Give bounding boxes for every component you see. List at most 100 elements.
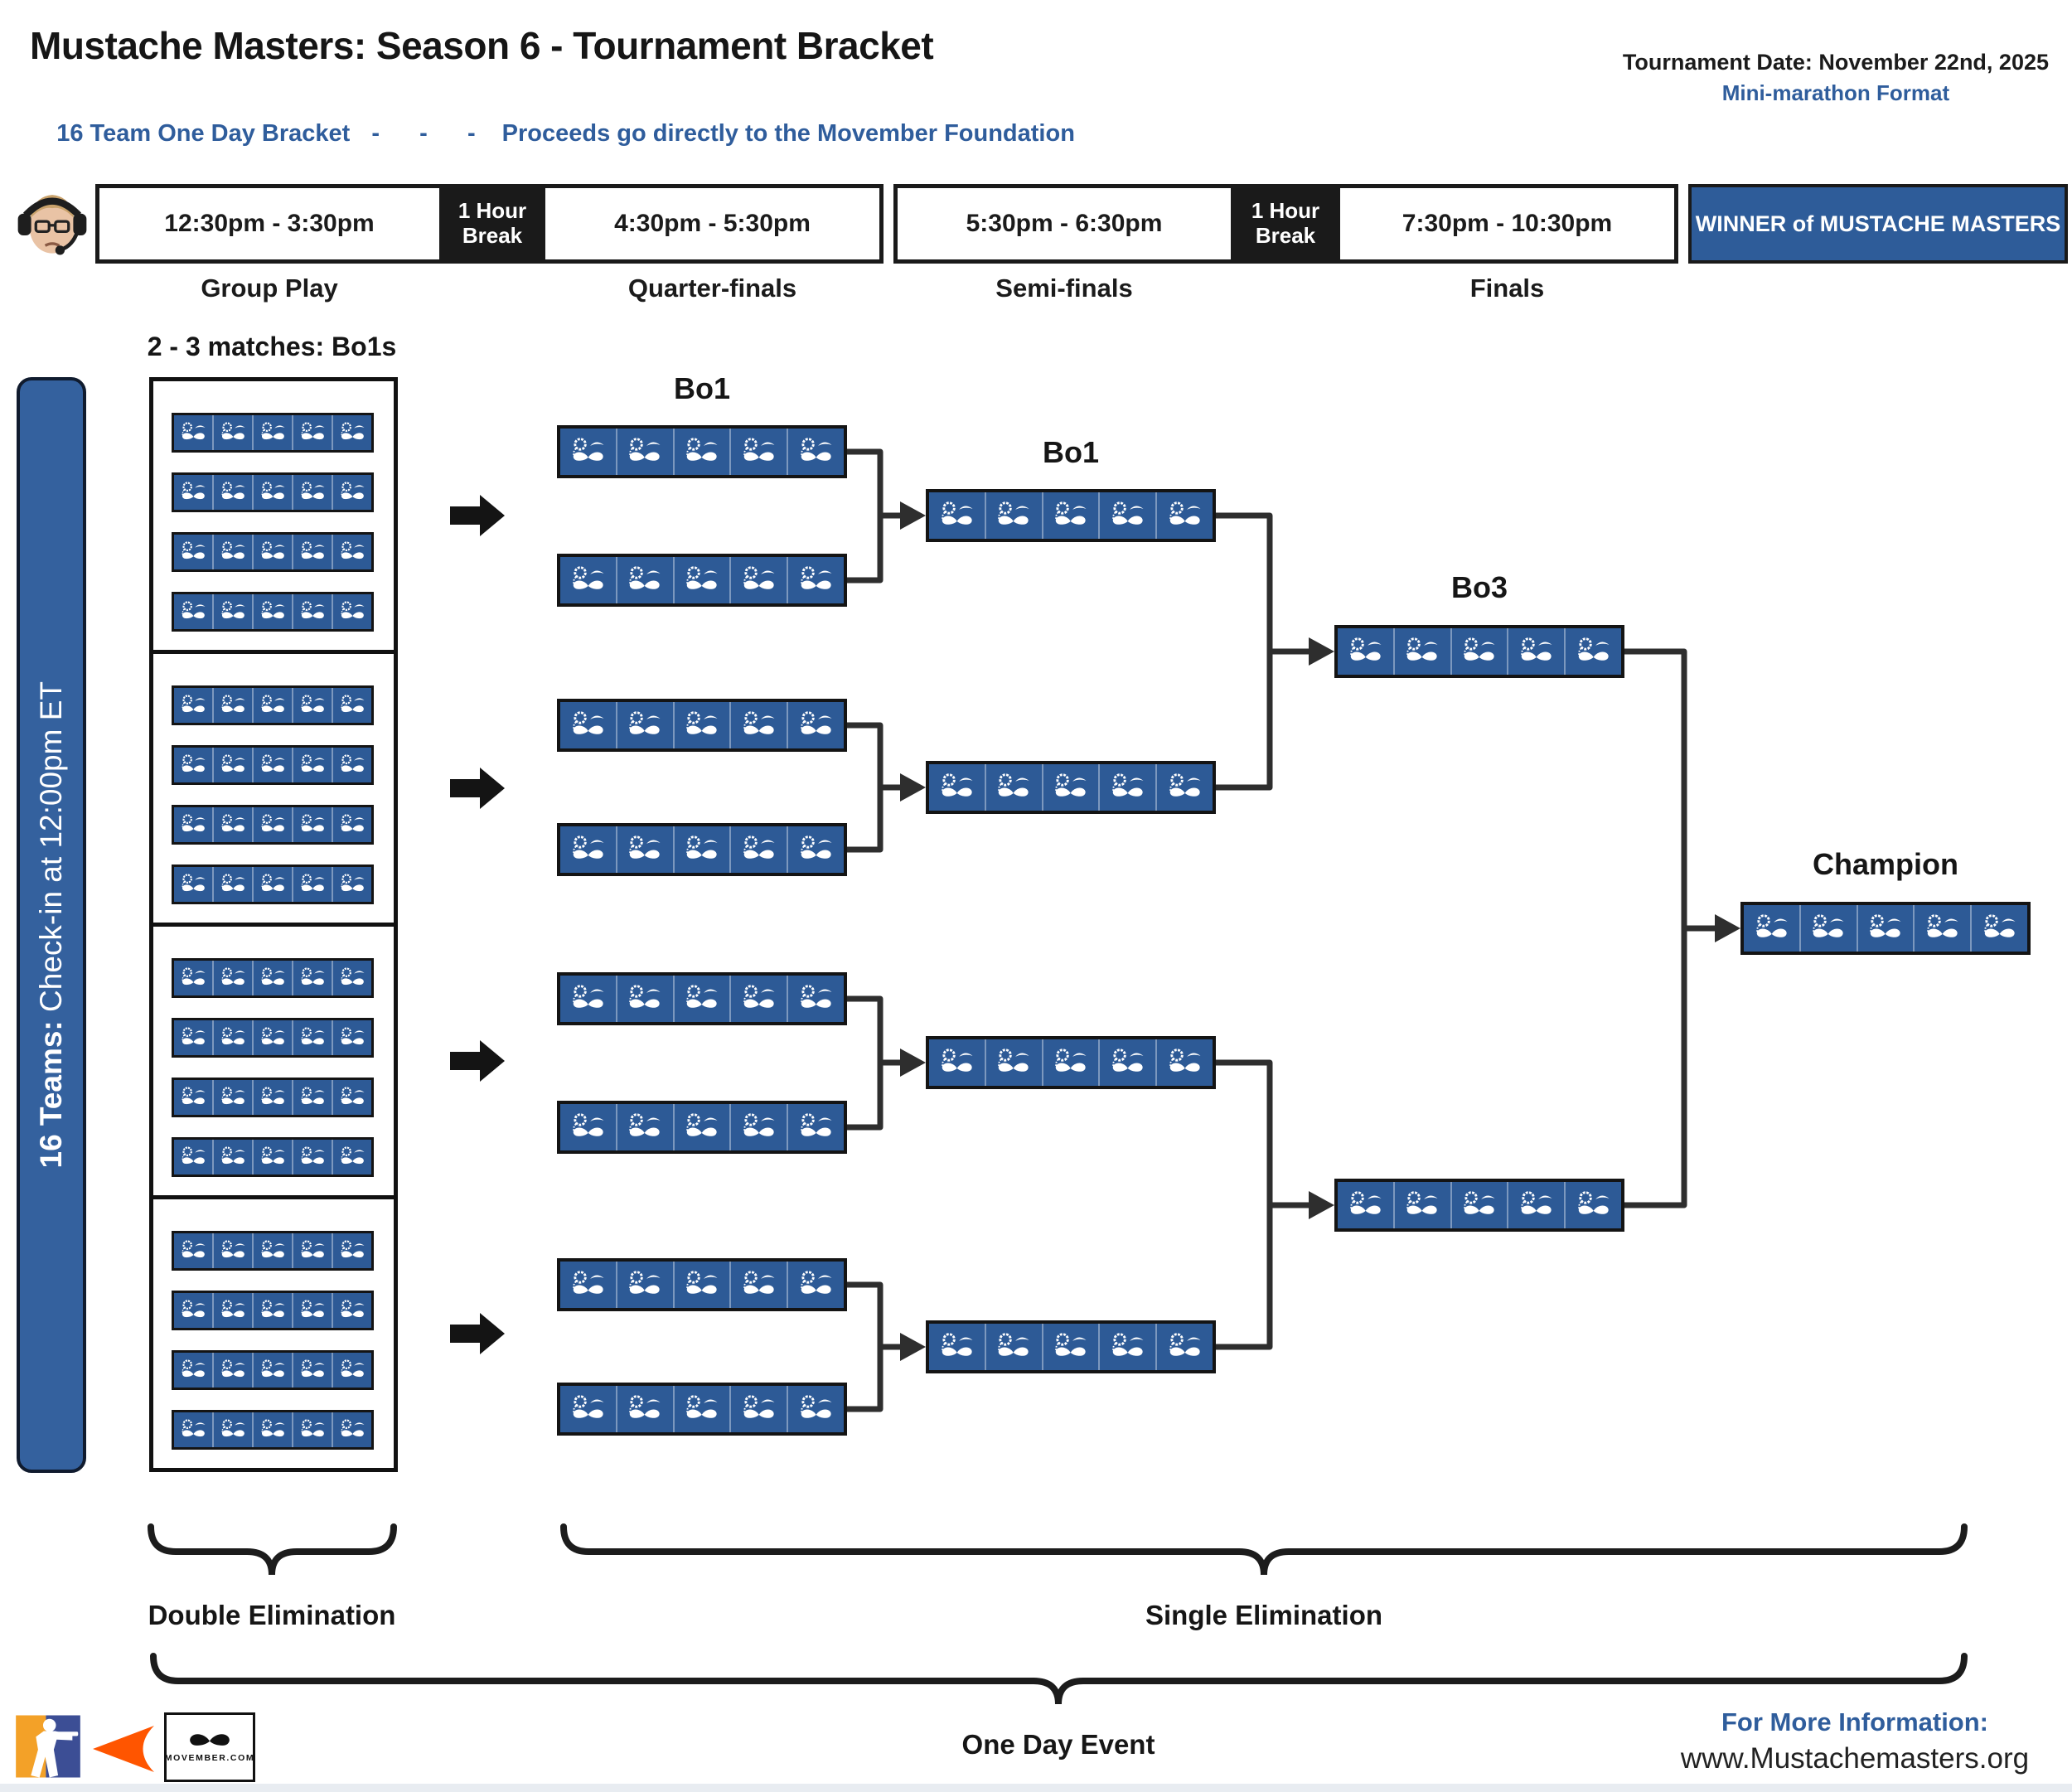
team-slot: [560, 702, 616, 748]
team-slot: [615, 1386, 673, 1432]
team-slot: [174, 535, 212, 569]
team-slot: [292, 1020, 332, 1055]
mustache-monocle-icon: [258, 1415, 288, 1445]
team-slot: [332, 1140, 371, 1174]
mustache-monocle-icon: [680, 432, 724, 472]
team-slot: [672, 702, 730, 748]
mustache-monocle-icon: [622, 1107, 666, 1147]
subtitle-separator: - - -: [371, 120, 481, 147]
mustache-monocle-icon: [298, 1296, 328, 1325]
team-bar: [172, 1291, 374, 1330]
team-bar: [172, 745, 374, 785]
mustache-monocle-icon: [218, 963, 249, 993]
team-slot: [729, 1386, 787, 1432]
quarterfinal-bar-2: [557, 554, 847, 607]
team-slot: [174, 688, 212, 723]
mustache-monocle-icon: [178, 597, 209, 627]
team-bar: [172, 958, 374, 998]
mustache-monocle-icon: [680, 1265, 724, 1305]
team-slot: [212, 1233, 252, 1268]
team-slot: [212, 1412, 252, 1447]
movember-logo-text: MOVEMBER.COM: [164, 1753, 255, 1763]
mustache-monocle-icon: [1457, 1185, 1501, 1225]
team-slot: [212, 415, 252, 450]
team-slot: [560, 976, 616, 1022]
team-slot: [1338, 628, 1393, 675]
organizer-avatar: [17, 195, 87, 255]
mustache-monocle-icon: [794, 432, 838, 472]
mustache-monocle-icon: [298, 418, 328, 448]
team-slot: [984, 764, 1042, 811]
champion-bar: [1740, 902, 2031, 955]
mustache-monocle-icon: [1514, 632, 1558, 671]
mustache-monocle-icon: [258, 597, 288, 627]
team-slot: [332, 415, 371, 450]
mustache-icon: [190, 1734, 230, 1746]
team-bar: [172, 865, 374, 904]
timeline-semifinals: 5:30pm - 6:30pm: [893, 184, 1235, 264]
team-slot: [560, 1104, 616, 1150]
mustache-monocle-icon: [218, 869, 249, 899]
single-elimination-label: Single Elimination: [1145, 1600, 1383, 1630]
sidebar-checkin-time: Check-in at 12:00pm ET: [34, 681, 68, 1021]
team-slot: [292, 535, 332, 569]
team-slot: [252, 535, 292, 569]
team-slot: [984, 492, 1042, 539]
team-slot: [1450, 628, 1508, 675]
team-bar: [172, 1018, 374, 1058]
group-box-4: [149, 1195, 398, 1472]
team-slot: [252, 748, 292, 782]
mustache-monocle-icon: [566, 1107, 610, 1147]
team-slot: [212, 961, 252, 995]
team-slot: [252, 594, 292, 629]
advance-arrow-icon: [450, 1039, 506, 1083]
mustache-monocle-icon: [566, 432, 610, 472]
team-slot: [729, 557, 787, 603]
team-slot: [174, 1140, 212, 1174]
team-slot: [174, 415, 212, 450]
mustache-monocle-icon: [991, 496, 1035, 535]
team-slot: [332, 748, 371, 782]
team-slot: [292, 1140, 332, 1174]
more-info-url: www.Mustachemasters.org: [1680, 1742, 2030, 1775]
mustache-monocle-icon: [258, 477, 288, 507]
team-slot: [332, 961, 371, 995]
mustache-monocle-icon: [1163, 1327, 1207, 1367]
mustache-monocle-icon: [935, 496, 979, 535]
team-slot: [332, 594, 371, 629]
team-slot: [1041, 1039, 1099, 1086]
mustache-monocle-icon: [178, 869, 209, 899]
team-slot: [929, 764, 985, 811]
semifinal-bar-3: [926, 1036, 1216, 1089]
mustache-monocle-icon: [566, 1389, 610, 1429]
mustache-monocle-icon: [337, 477, 368, 507]
team-slot: [1970, 905, 2027, 952]
team-slot: [174, 1353, 212, 1388]
team-slot: [729, 429, 787, 475]
mustache-monocle-icon: [218, 597, 249, 627]
mustache-monocle-icon: [298, 690, 328, 720]
mustache-monocle-icon: [178, 1023, 209, 1053]
mustache-monocle-icon: [298, 597, 328, 627]
team-slot: [332, 807, 371, 842]
team-slot: [332, 1412, 371, 1447]
team-slot: [729, 1262, 787, 1308]
advance-arrow-icon: [450, 493, 506, 538]
mustache-monocle-icon: [178, 1082, 209, 1112]
semifinal-bar-4: [926, 1320, 1216, 1373]
timeline-break-1: 1 Hour Break: [443, 184, 541, 264]
team-slot: [1564, 628, 1621, 675]
mustache-monocle-icon: [178, 1236, 209, 1266]
mustache-monocle-icon: [258, 1296, 288, 1325]
team-slot: [212, 1080, 252, 1115]
team-slot: [252, 1353, 292, 1388]
team-slot: [292, 748, 332, 782]
mustache-monocle-icon: [337, 1082, 368, 1112]
team-slot: [787, 702, 844, 748]
mustache-monocle-icon: [1048, 1043, 1092, 1082]
team-bar: [172, 1137, 374, 1177]
team-slot: [729, 1104, 787, 1150]
team-slot: [332, 1293, 371, 1328]
team-slot: [174, 1293, 212, 1328]
mustache-monocle-icon: [1163, 1043, 1207, 1082]
